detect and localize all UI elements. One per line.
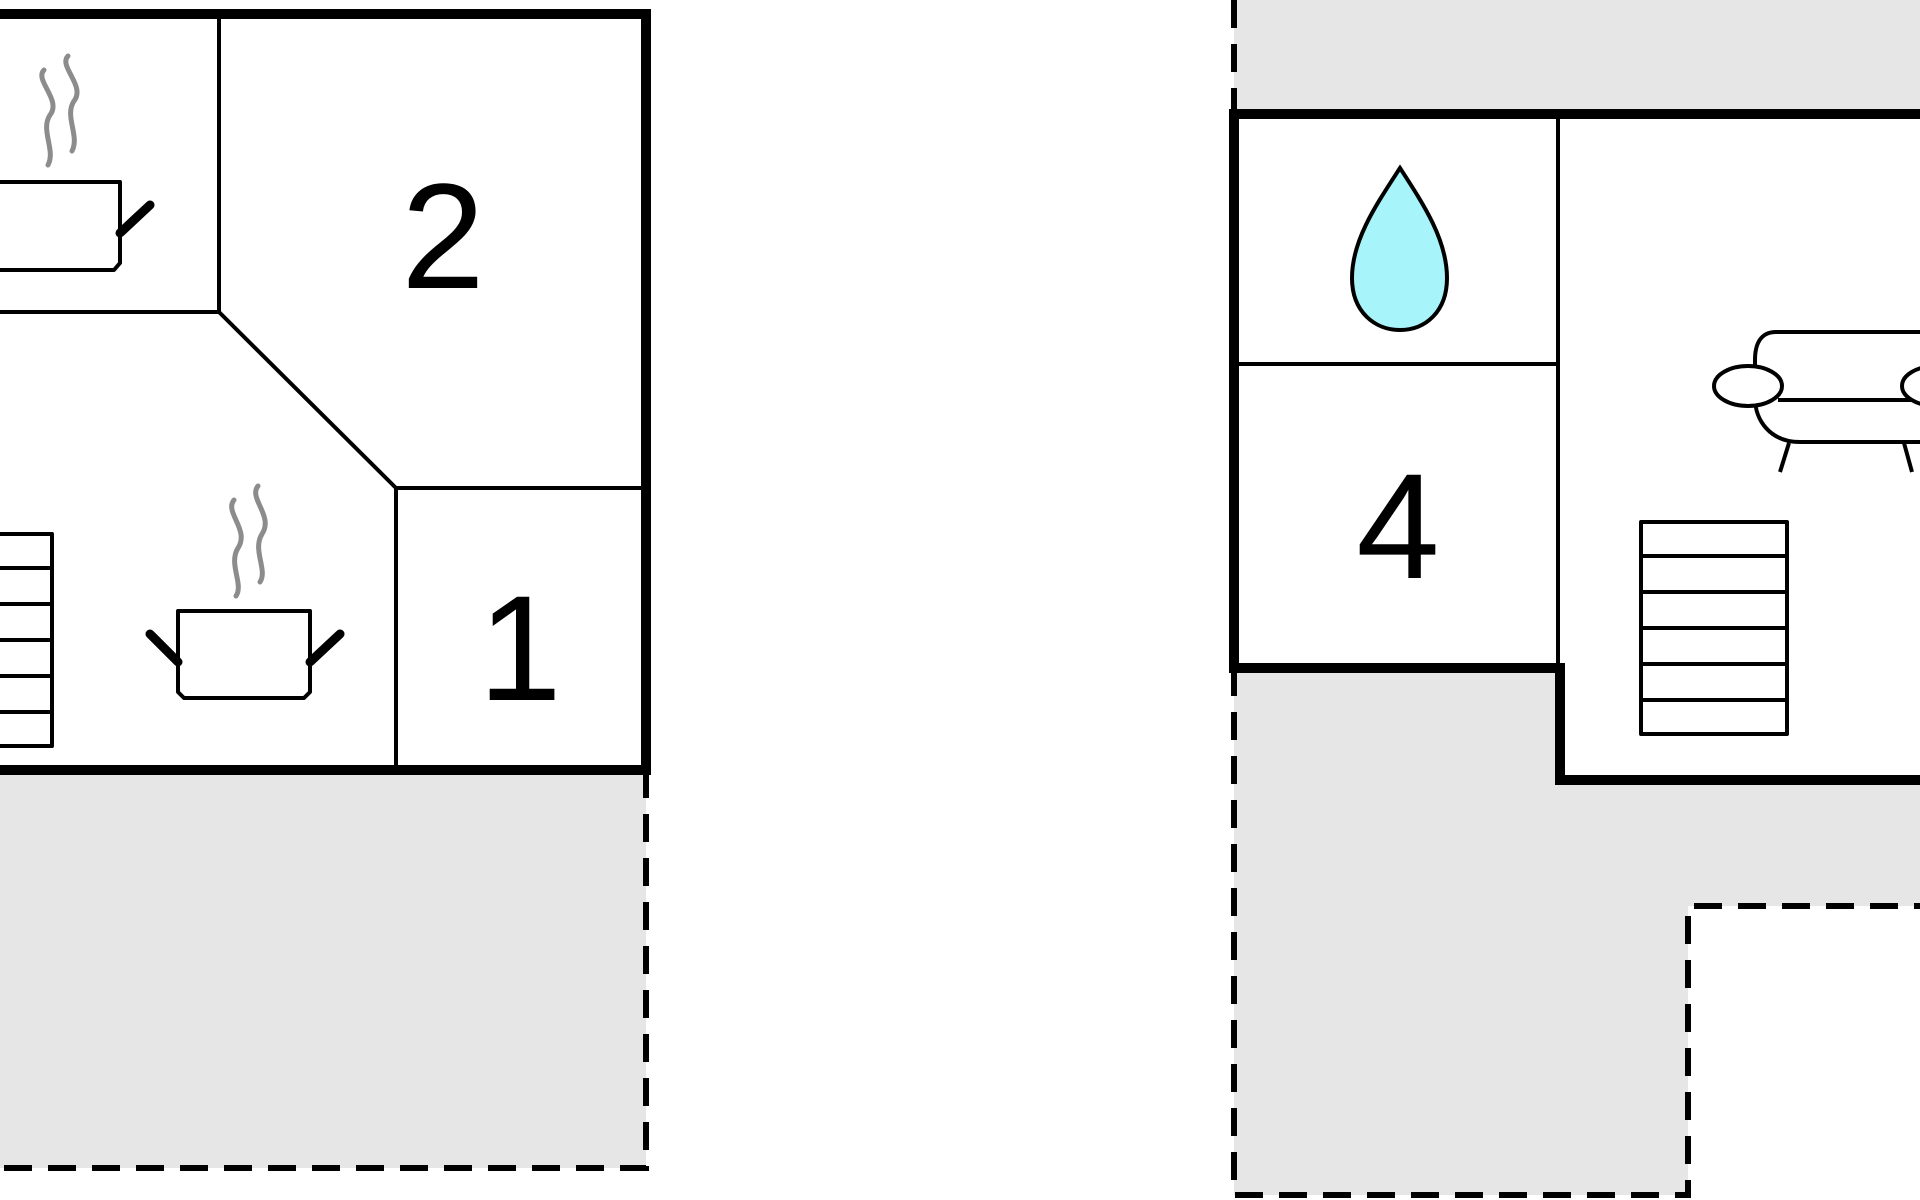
partition-diagonal bbox=[217, 310, 398, 490]
staircase-icon bbox=[0, 532, 54, 748]
exterior-wall-left bbox=[0, 9, 651, 775]
cooking-pot-icon bbox=[145, 483, 345, 700]
room-4-label: 4 bbox=[1356, 442, 1439, 610]
staircase-icon bbox=[1639, 520, 1789, 736]
cooking-pot-icon bbox=[0, 53, 155, 272]
terrace-area-left bbox=[0, 770, 646, 1168]
terrace-outline-left bbox=[0, 770, 649, 1171]
left-building: 2 1 bbox=[0, 9, 651, 1171]
exterior-wall-right bbox=[1229, 109, 1920, 785]
room-2-label: 2 bbox=[401, 152, 484, 320]
sofa-icon bbox=[1712, 330, 1920, 473]
outdoor-outline-lower bbox=[1231, 668, 1920, 1198]
outdoor-area-right bbox=[1234, 0, 1920, 114]
room-1-label: 1 bbox=[478, 564, 561, 732]
outdoor-area-right-lower bbox=[1234, 668, 1920, 1195]
water-drop-icon bbox=[1349, 164, 1450, 333]
right-building: 4 bbox=[1229, 0, 1920, 1198]
